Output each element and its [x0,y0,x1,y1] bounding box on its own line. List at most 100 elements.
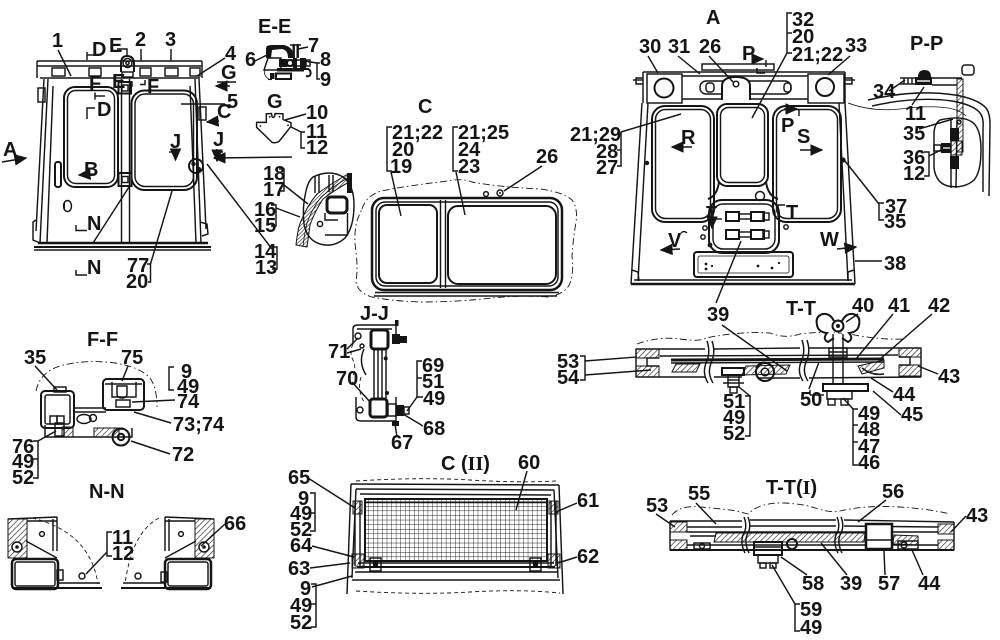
svg-text:50: 50 [800,389,822,411]
svg-text:53: 53 [557,351,579,373]
svg-text:3: 3 [165,29,176,51]
svg-text:P: P [781,115,794,137]
svg-text:36: 36 [903,147,925,169]
svg-text:11: 11 [112,527,133,549]
svg-text:67: 67 [391,432,413,454]
svg-text:35: 35 [24,347,46,369]
svg-text:14: 14 [254,241,277,263]
svg-text:B: B [84,159,98,181]
svg-text:40: 40 [852,295,874,317]
svg-text:49: 49 [12,451,34,473]
svg-text:35: 35 [884,211,906,233]
svg-text:12: 12 [903,163,925,185]
svg-text:68: 68 [423,418,445,440]
svg-text:20: 20 [792,26,814,48]
svg-text:12: 12 [112,543,134,565]
svg-text:9: 9 [181,361,192,383]
svg-text:54: 54 [557,367,580,389]
svg-text:76: 76 [12,436,34,458]
svg-text:61: 61 [577,490,599,512]
svg-text:21;22: 21;22 [792,44,843,66]
svg-text:7: 7 [308,35,319,57]
svg-text:33: 33 [845,35,867,57]
svg-text:70: 70 [336,368,358,390]
svg-text:T: T [786,202,798,224]
svg-text:41: 41 [888,295,910,317]
svg-text:5: 5 [227,91,238,113]
svg-text:C: C [217,101,231,123]
svg-text:42: 42 [928,295,950,317]
svg-text:A: A [3,139,17,161]
svg-text:73;74: 73;74 [173,414,225,436]
svg-text:19: 19 [390,156,412,178]
svg-text:53: 53 [646,495,668,517]
svg-text:D: D [97,99,111,121]
svg-text:46: 46 [858,452,880,474]
svg-text:62: 62 [577,546,599,568]
svg-text:G: G [267,91,283,113]
svg-text:48: 48 [858,419,880,441]
svg-text:F: F [89,73,101,95]
svg-text:28: 28 [596,141,618,163]
svg-text:P-P: P-P [910,33,943,55]
svg-text:2: 2 [135,29,146,51]
svg-text:A: A [706,7,720,29]
svg-text:52: 52 [290,519,312,541]
svg-text:E-E: E-E [258,16,291,38]
svg-text:T: T [706,203,717,223]
svg-text:38: 38 [884,253,906,275]
svg-text:C (II): C (II) [441,453,490,475]
svg-text:44: 44 [893,384,916,406]
svg-text:F: F [147,76,159,98]
svg-text:G: G [221,62,237,84]
svg-text:21;22: 21;22 [392,122,443,144]
svg-text:17: 17 [263,179,285,201]
svg-text:12: 12 [306,137,328,159]
svg-text:20: 20 [392,139,414,161]
svg-text:66: 66 [224,513,246,535]
svg-text:E: E [109,35,122,57]
svg-text:49: 49 [723,407,745,429]
svg-text:10: 10 [306,102,328,124]
svg-text:23: 23 [458,156,480,178]
svg-text:11: 11 [306,121,327,143]
svg-text:J: J [170,131,181,153]
svg-text:20: 20 [126,271,148,293]
svg-text:32: 32 [792,9,814,31]
svg-text:52: 52 [723,423,745,445]
svg-text:N-N: N-N [89,481,125,503]
svg-text:F-F: F-F [87,329,118,351]
svg-text:C: C [418,96,432,118]
svg-text:59: 59 [800,599,822,621]
svg-text:64: 64 [290,535,313,557]
svg-text:65: 65 [288,467,310,489]
svg-text:24: 24 [458,139,481,161]
svg-text:J: J [213,129,224,151]
svg-text:26: 26 [699,36,721,58]
svg-text:30: 30 [639,36,661,58]
svg-text:W: W [820,229,839,251]
svg-text:57: 57 [878,573,900,595]
svg-text:49: 49 [177,376,199,398]
svg-text:21;29: 21;29 [570,124,621,146]
svg-text:60: 60 [518,452,540,474]
svg-text:43: 43 [966,505,988,527]
svg-text:35: 35 [903,123,925,145]
svg-text:44: 44 [918,573,941,595]
svg-text:T-T(I): T-T(I) [766,477,817,499]
svg-text:52: 52 [12,467,34,489]
svg-text:D: D [92,39,106,61]
svg-text:69: 69 [422,355,444,377]
svg-text:21;25: 21;25 [458,122,509,144]
svg-text:8: 8 [320,49,331,71]
svg-text:13: 13 [255,257,277,279]
svg-text:45: 45 [901,404,923,426]
svg-text:31: 31 [668,36,690,58]
svg-text:N: N [87,213,101,235]
svg-text:74: 74 [177,391,200,413]
svg-text:43: 43 [938,366,960,388]
svg-text:56: 56 [882,481,904,503]
svg-text:27: 27 [596,157,618,179]
svg-text:72: 72 [172,444,194,466]
svg-text:47: 47 [858,436,880,458]
